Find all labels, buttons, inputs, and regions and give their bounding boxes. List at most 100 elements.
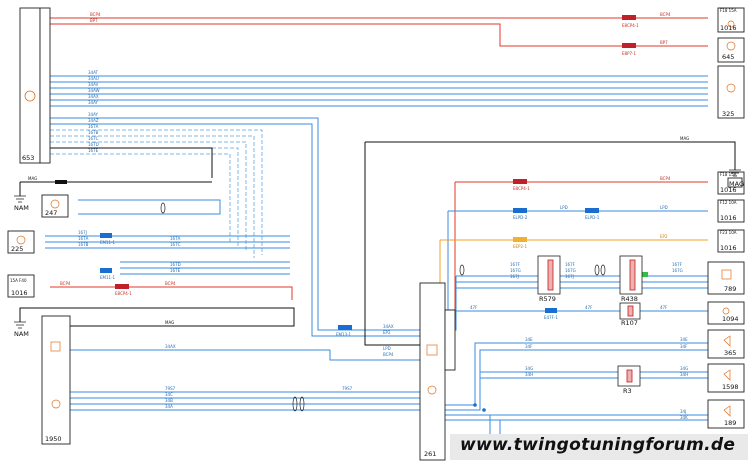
component-1016 [717,229,745,253]
wire-label: 34AX [383,324,394,329]
wire-label: 167B [88,130,99,135]
wire-label: BCP4 [660,12,671,17]
splice [513,237,527,242]
wire-blue [50,117,420,331]
wire-label: 167G [565,268,576,273]
wire-label: 34B [165,398,173,403]
sensor-icon [50,199,60,209]
wire-label: 34F [680,344,688,349]
code-261: 261 [424,450,436,458]
wire-label: BP7 [660,40,668,45]
microphone-icon [721,269,732,280]
wire-label: 34G [680,366,688,371]
speaker-icon [723,369,731,381]
wire-blue-dashed [50,135,255,258]
speaker-icon [723,405,731,417]
wire-red [50,23,708,47]
wire-blue-dashed [50,129,263,255]
code-653: 653 [22,154,34,162]
wire-black [365,141,736,170]
splice [545,308,557,313]
components [7,7,745,461]
wire-label: 167C [88,136,99,141]
splice-label: EM11-1 [100,275,116,280]
code-1016: 1016 [720,24,737,32]
ground-icon [14,195,26,203]
splice [338,325,352,330]
wire-blue [78,199,221,215]
wire-label: BCP4 [165,281,176,286]
wire-label: 167A [88,124,99,129]
splice-label: ELPD-2 [513,215,528,220]
wire-label: 47F [470,305,478,310]
code-789: 789 [724,285,736,293]
code-247: 247 [45,209,57,217]
wire-label: 167F [672,262,683,267]
wire-label: 34AV [88,82,99,87]
twist-marker [600,264,606,276]
wire-label: 167D [88,142,99,147]
code-NAM: NAM [14,330,29,338]
wire-label: 34E [680,337,688,342]
wire-label: 34AT [88,70,99,75]
component-365 [707,329,745,359]
splice [585,208,599,213]
wire-label: 34K [680,415,688,420]
wire-label: BCP4 [383,352,394,357]
component-789 [707,261,745,295]
grounds [14,169,741,329]
radio-icon [427,385,437,395]
wire-label: 79S7 [342,386,353,391]
code-R3: R3 [623,387,632,395]
component-1598 [707,363,745,393]
component-653-pins [39,7,51,164]
twist-marker [299,396,305,412]
twist-marker [160,202,166,214]
ground-icon [14,321,26,329]
code-1598: 1598 [722,383,739,391]
code-MAG: MAG [729,180,744,188]
twist-marker [292,396,298,412]
fan-icon [726,41,736,51]
fuse-icon [727,20,735,28]
wire-red [50,286,293,300]
code-R579: R579 [539,295,556,303]
watermark-text: www.twingotuningforum.de [460,435,736,455]
junction-dot [473,403,477,407]
component-189 [707,399,745,429]
splice-label: E47F-1 [544,315,558,320]
component-247 [41,194,69,218]
splice [622,15,636,20]
wire-label: 167F [565,262,576,267]
wire-black [50,147,213,178]
code-325: 325 [722,110,734,118]
code-365: 365 [724,349,736,357]
wire-blue-dashed [50,141,247,250]
ecu-icon [24,90,36,102]
component-261-pins [444,309,456,371]
fuse-label: F23 10A [720,230,737,235]
wire-label: 34J [680,409,686,414]
wire-label: MAG [28,176,37,181]
wire-label: 167J [565,274,574,279]
wire-label: 167J [510,274,519,279]
antenna-icon [722,307,730,315]
fuse-label: F18 15A [720,172,737,177]
code-1016: 1016 [720,244,737,252]
code-1094: 1094 [722,315,739,323]
wire-label: 34AY [88,100,99,105]
code-R438: R438 [621,295,638,303]
component-225 [7,230,35,254]
splice [115,284,129,289]
component-1950 [41,315,71,445]
wire-label: 167E [170,268,181,273]
wire-label: 34F [525,344,533,349]
fuse-label: F18 15A [720,8,737,13]
splice-label: ELPD-1 [585,215,600,220]
inline-connectors [537,255,643,387]
code-1016: 1016 [720,186,737,194]
splice [622,43,636,48]
wire-label: 167G [510,268,521,273]
wire-blue [445,310,708,321]
wire-label: 34AW [88,88,100,93]
